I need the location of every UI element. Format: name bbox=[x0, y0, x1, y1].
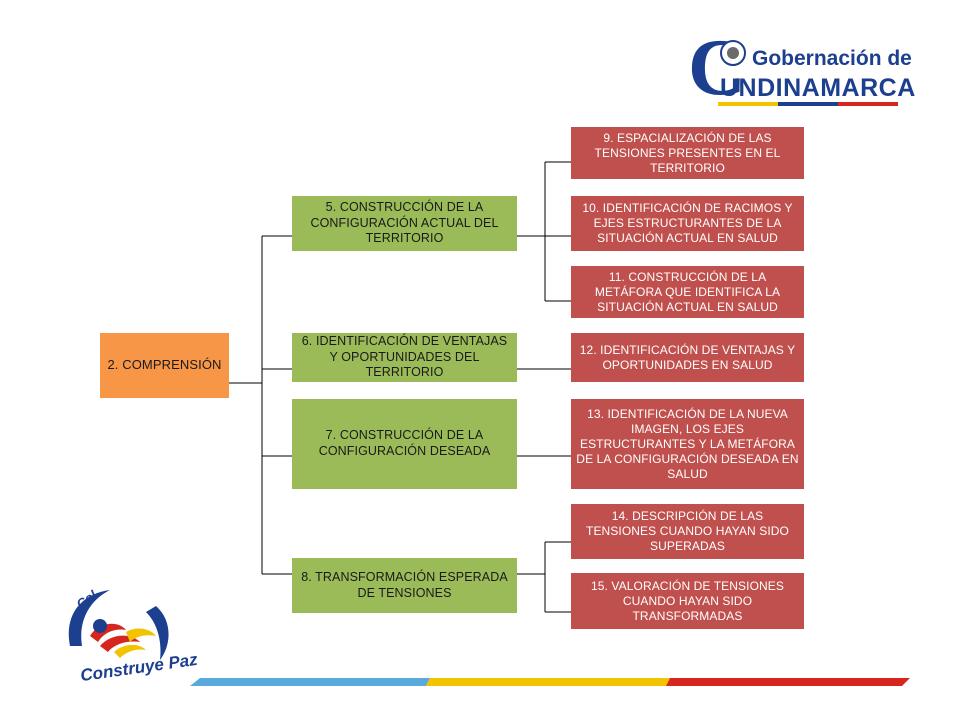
node-step-15: 15. VALORACIÓN DE TENSIONES CUANDO HAYAN… bbox=[571, 573, 804, 629]
node-step-13: 13. IDENTIFICACIÓN DE LA NUEVA IMAGEN, L… bbox=[571, 399, 804, 489]
node-step-9: 9. ESPACIALIZACIÓN DE LAS TENSIONES PRES… bbox=[571, 127, 804, 179]
node-stage-8: 8. TRANSFORMACIÓN ESPERADA DE TENSIONES bbox=[292, 558, 517, 613]
node-step-10-label: 10. IDENTIFICACIÓN DE RACIMOS Y EJES EST… bbox=[582, 201, 793, 245]
construye-paz-emblem: Col Construye Paz bbox=[60, 586, 199, 706]
node-step-13-label: 13. IDENTIFICACIÓN DE LA NUEVA IMAGEN, L… bbox=[576, 406, 799, 481]
node-step-9-label: 9. ESPACIALIZACIÓN DE LAS TENSIONES PRES… bbox=[594, 130, 781, 175]
node-stage-7-label: 7. CONSTRUCCIÓN DE LA CONFIGURACIÓN DESE… bbox=[318, 428, 491, 458]
node-step-12: 12. IDENTIFICACIÓN DE VENTAJAS Y OPORTUN… bbox=[571, 333, 804, 382]
coat-of-arms-icon bbox=[720, 40, 746, 66]
node-step-11: 11. CONSTRUCCIÓN DE LA METÁFORA QUE IDEN… bbox=[571, 266, 804, 318]
footer-stripe bbox=[190, 678, 910, 686]
node-step-12-label: 12. IDENTIFICACIÓN DE VENTAJAS Y OPORTUN… bbox=[579, 342, 796, 372]
node-stage-6: 6. IDENTIFICACIÓN DE VENTAJAS Y OPORTUNI… bbox=[292, 333, 517, 382]
node-stage-6-label: 6. IDENTIFICACIÓN DE VENTAJAS Y OPORTUNI… bbox=[301, 334, 508, 380]
node-step-14: 14. DESCRIPCIÓN DE LAS TENSIONES CUANDO … bbox=[571, 504, 804, 559]
gobernacion-logo: C Gobernación de UNDINAMARCA bbox=[688, 28, 915, 108]
node-stage-8-label: 8. TRANSFORMACIÓN ESPERADA DE TENSIONES bbox=[301, 569, 508, 600]
logo-title: Gobernación de bbox=[752, 47, 912, 70]
logo-name: UNDINAMARCA bbox=[720, 74, 916, 102]
node-root-label: 2. COMPRENSIÓN bbox=[107, 357, 222, 373]
node-step-15-label: 15. VALORACIÓN DE TENSIONES CUANDO HAYAN… bbox=[591, 578, 784, 623]
node-step-14-label: 14. DESCRIPCIÓN DE LAS TENSIONES CUANDO … bbox=[586, 509, 789, 553]
emblem-graphic bbox=[68, 590, 169, 660]
node-step-11-label: 11. CONSTRUCCIÓN DE LA METÁFORA QUE IDEN… bbox=[594, 269, 781, 314]
node-stage-5: 5. CONSTRUCCIÓN DE LA CONFIGURACIÓN ACTU… bbox=[292, 196, 517, 251]
node-stage-7: 7. CONSTRUCCIÓN DE LA CONFIGURACIÓN DESE… bbox=[292, 399, 517, 489]
node-stage-5-label: 5. CONSTRUCCIÓN DE LA CONFIGURACIÓN ACTU… bbox=[310, 200, 499, 246]
node-step-10: 10. IDENTIFICACIÓN DE RACIMOS Y EJES EST… bbox=[571, 196, 804, 251]
node-root-comprension: 2. COMPRENSIÓN bbox=[100, 333, 229, 398]
logo-stripe bbox=[718, 102, 898, 106]
